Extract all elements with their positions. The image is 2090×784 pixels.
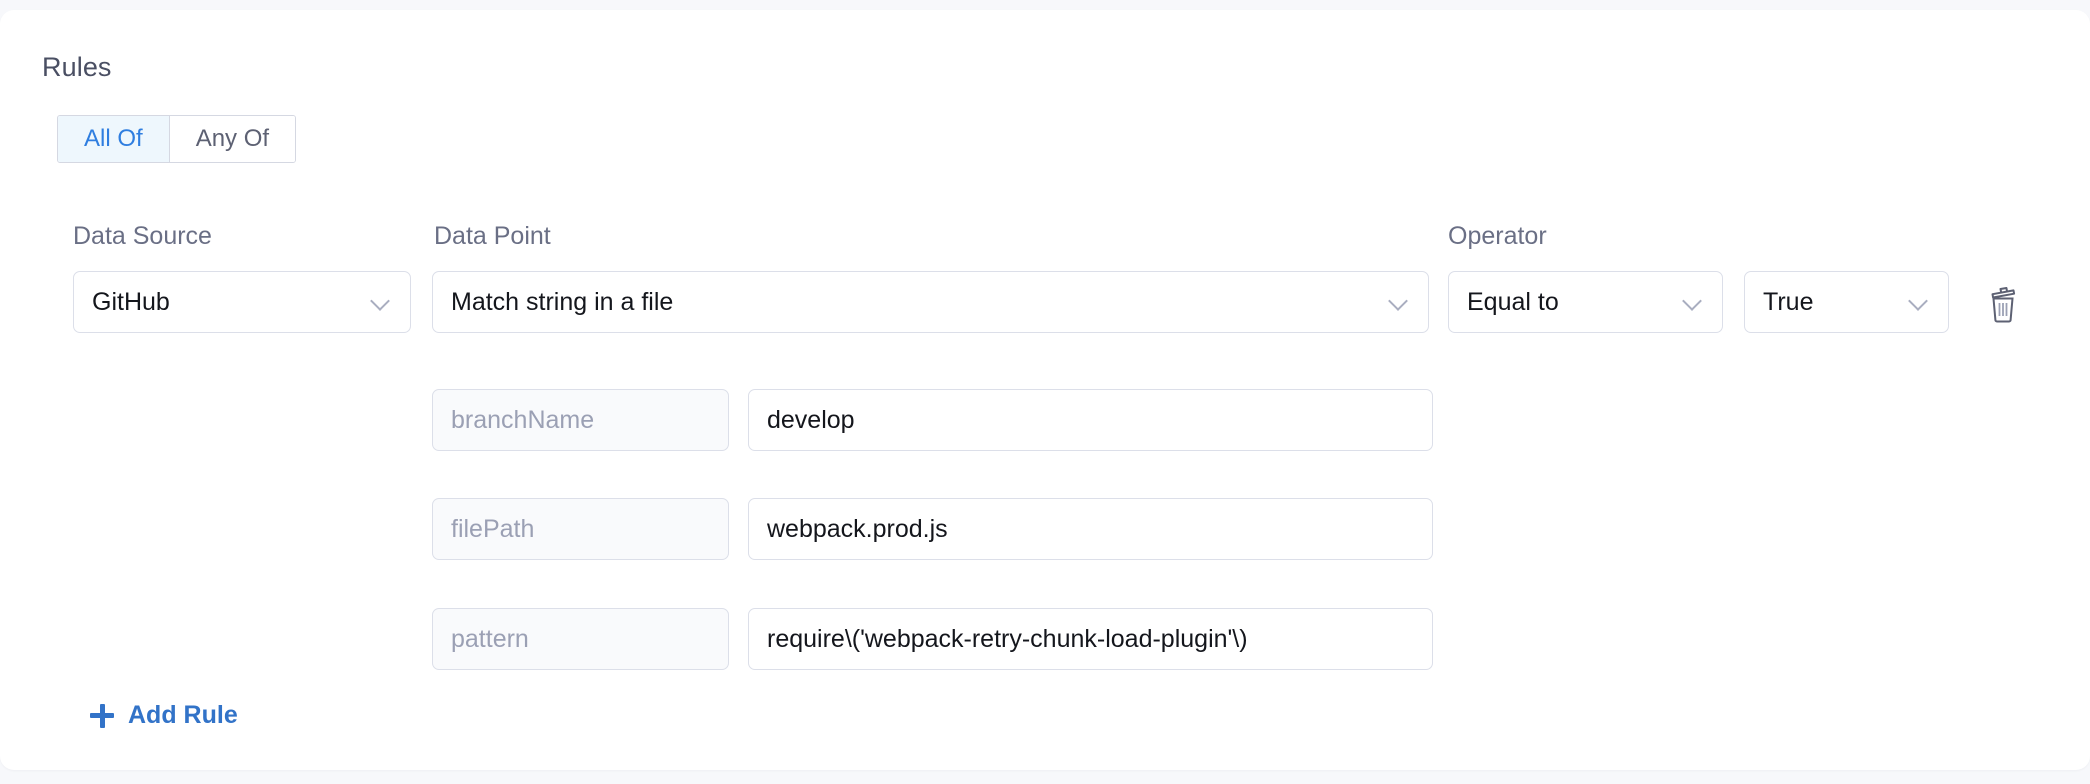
- parameter-name-pattern: pattern: [432, 608, 729, 670]
- trash-icon: [1991, 287, 2016, 323]
- parameter-value-filepath[interactable]: webpack.prod.js: [748, 498, 1433, 560]
- chevron-down-icon: [370, 291, 392, 313]
- rules-card: Rules All Of Any Of Data Source Data Poi…: [0, 10, 2090, 770]
- operator-select[interactable]: Equal to: [1448, 271, 1723, 333]
- add-rule-button[interactable]: Add Rule: [90, 701, 238, 730]
- comparison-value: True: [1763, 287, 1814, 316]
- chevron-down-icon: [1388, 291, 1410, 313]
- chevron-down-icon: [1682, 291, 1704, 313]
- toggle-option-any-of[interactable]: Any Of: [168, 116, 296, 162]
- data-source-column-label: Data Source: [73, 222, 212, 250]
- parameter-name-branchname: branchName: [432, 389, 729, 451]
- data-point-value: Match string in a file: [451, 287, 674, 316]
- delete-rule-button[interactable]: [1983, 285, 2023, 325]
- data-point-column-label: Data Point: [434, 222, 551, 250]
- comparison-value-select[interactable]: True: [1744, 271, 1949, 333]
- operator-column-label: Operator: [1448, 222, 1547, 250]
- data-point-select[interactable]: Match string in a file: [432, 271, 1429, 333]
- page-title: Rules: [42, 52, 112, 82]
- parameter-name-filepath: filePath: [432, 498, 729, 560]
- toggle-option-all-of[interactable]: All Of: [58, 116, 169, 162]
- match-type-toggle: All Of Any Of: [57, 115, 297, 163]
- add-rule-label: Add Rule: [128, 701, 238, 729]
- operator-value: Equal to: [1467, 287, 1559, 316]
- data-source-select[interactable]: GitHub: [73, 271, 411, 333]
- chevron-down-icon: [1908, 291, 1930, 313]
- parameter-value-branchname[interactable]: develop: [748, 389, 1433, 451]
- parameter-value-pattern[interactable]: require\('webpack-retry-chunk-load-plugi…: [748, 608, 1433, 670]
- plus-icon: [90, 703, 114, 728]
- data-source-value: GitHub: [92, 287, 170, 316]
